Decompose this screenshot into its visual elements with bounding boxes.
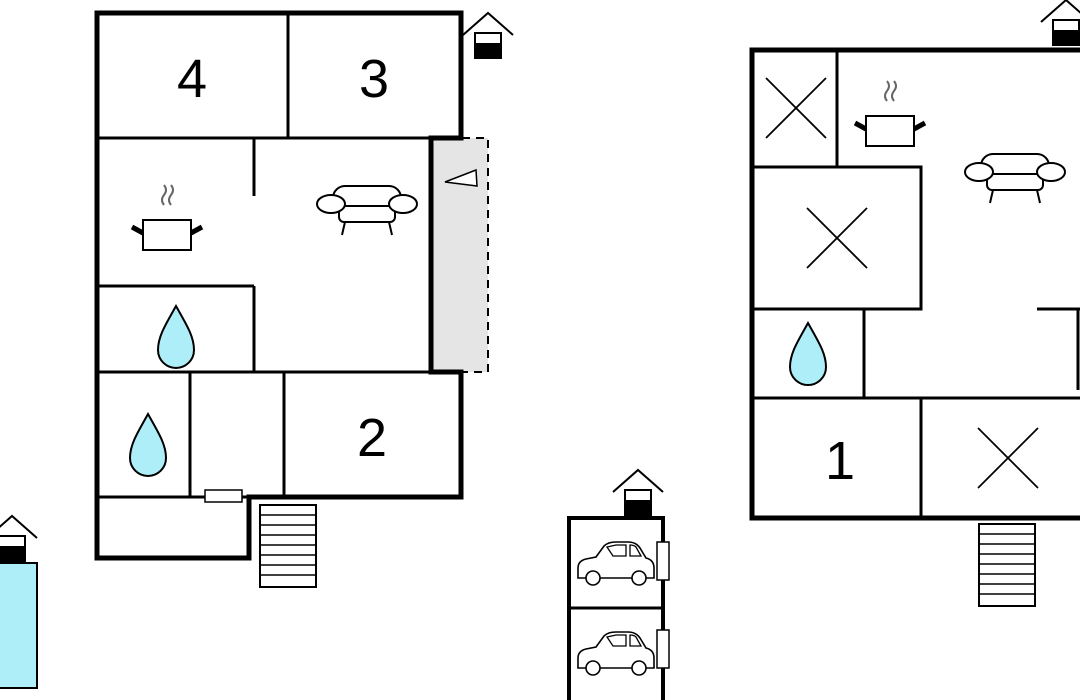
entrance-icon — [612, 469, 664, 516]
entrance-icon — [0, 515, 38, 562]
room-4-label: 4 — [177, 49, 207, 109]
right-building: 1 — [749, 0, 1080, 607]
garage-door — [656, 629, 670, 669]
left-building: 4 3 2 — [94, 10, 514, 588]
terrace — [432, 138, 488, 372]
sofa-icon — [316, 185, 418, 236]
car-icon — [577, 541, 655, 586]
window — [204, 489, 243, 503]
water-drop-icon — [129, 413, 167, 477]
room-2-label: 2 — [357, 408, 387, 468]
entrance-icon — [462, 12, 514, 59]
bed-cross-icon — [765, 77, 827, 139]
car-icon — [577, 631, 655, 676]
room-3-label: 3 — [359, 49, 389, 109]
stairs-icon — [259, 504, 317, 588]
pool-area — [0, 515, 38, 689]
room-1-label: 1 — [825, 431, 855, 491]
sofa-icon — [964, 153, 1066, 204]
garage-door — [656, 541, 670, 581]
water-drop-icon — [789, 322, 827, 386]
entrance-icon — [1040, 0, 1080, 46]
bed-cross-icon — [977, 427, 1039, 489]
bed-cross-icon — [806, 207, 868, 269]
stairs-icon — [978, 523, 1036, 607]
terrace-triangle-icon — [444, 168, 478, 187]
pool — [0, 562, 38, 689]
kitchen-pot-icon — [132, 185, 202, 250]
garage — [567, 469, 670, 700]
kitchen-pot-icon — [855, 81, 925, 146]
water-drop-icon — [157, 305, 195, 369]
right-building-outer-wall — [749, 47, 1080, 521]
